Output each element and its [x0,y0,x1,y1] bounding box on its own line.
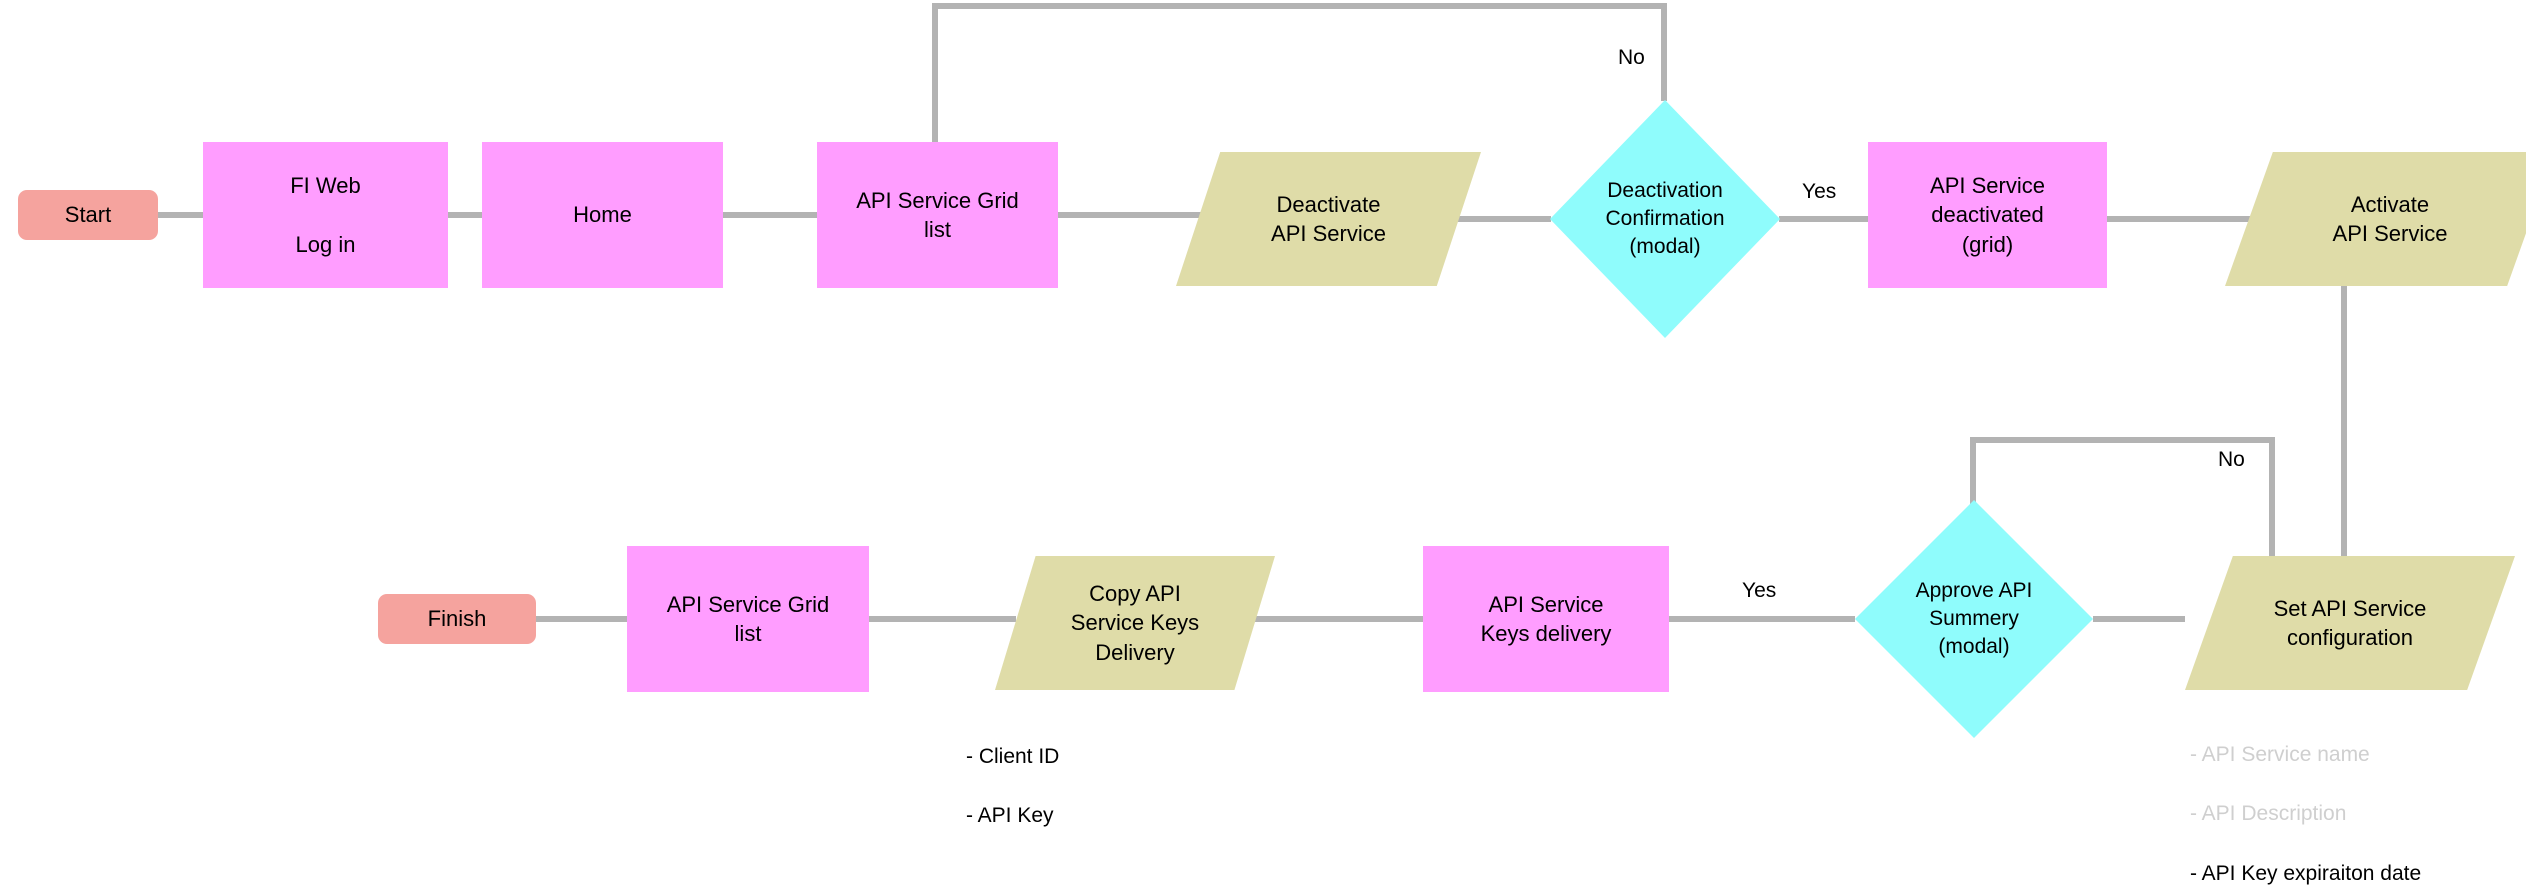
edge-label-no-top: No [1618,45,1645,70]
note-item: - API Service name [2190,742,2370,766]
note-set-api-service-configuration: - API Service name - API Description - A… [2190,710,2480,895]
node-api-service-grid-list-top[interactable]: API Service Grid list [817,142,1058,288]
edge-label-yes-top: Yes [1802,179,1836,204]
node-api-service-keys-delivery-label: API Service Keys delivery [1480,591,1612,646]
node-set-api-service-configuration[interactable]: Set API Service configuration [2185,556,2515,690]
node-copy-api-service-keys-delivery[interactable]: Copy API Service Keys Delivery [995,556,1275,690]
note-copy-api-service-keys-delivery: - Client ID - API Key [966,712,1306,861]
node-deactivate-api-service[interactable]: Deactivate API Service [1176,152,1481,286]
node-api-service-grid-list-bottom-label: API Service Grid list [666,591,830,646]
node-api-service-keys-delivery[interactable]: API Service Keys delivery [1423,546,1669,692]
node-home-label: Home [573,202,632,228]
node-fi-web-log-in-label: FI Web Log in [290,173,361,257]
node-fi-web-log-in[interactable]: FI Web Log in [203,142,448,288]
node-api-service-grid-list-bottom[interactable]: API Service Grid list [627,546,869,692]
node-deactivate-api-service-label: Deactivate API Service [1271,191,1386,246]
node-copy-api-service-keys-delivery-label: Copy API Service Keys Delivery [1070,581,1200,665]
node-activate-api-service-label: Activate API Service [2332,191,2448,246]
node-api-service-deactivated-grid[interactable]: API Service deactivated (grid) [1868,142,2107,288]
node-set-api-service-configuration-label: Set API Service configuration [2273,595,2427,650]
edge-label-no-bottom: No [2218,447,2245,472]
note-item: - API Description [2190,802,2347,826]
node-api-service-grid-list-top-label: API Service Grid list [856,187,1019,242]
edge-label-yes-top-text: Yes [1802,180,1837,203]
edge-label-yes-bottom-text: Yes [1742,579,1777,602]
node-deactivation-confirmation-label: Deactivation Confirmation (modal) [1605,179,1725,258]
node-finish-label: Finish [427,606,487,632]
note-item: - Client ID [966,744,1060,768]
node-finish[interactable]: Finish [378,594,536,644]
node-api-service-deactivated-grid-label: API Service deactivated (grid) [1930,173,2045,257]
node-activate-api-service[interactable]: Activate API Service [2225,152,2526,286]
node-home[interactable]: Home [482,142,723,288]
node-start[interactable]: Start [18,190,158,240]
node-approve-api-summery-label: Approve API Summery (modal) [1915,579,2033,658]
edge-label-no-top-text: No [1618,46,1645,69]
edge-label-no-bottom-text: No [2218,448,2245,471]
note-item: - API Key expiraiton date [2190,862,2422,886]
edge-confirmation-no-loop [932,3,1667,142]
edge-approve-no-loop [1970,437,2275,556]
node-start-label: Start [64,202,112,228]
note-item: - API Key [966,804,1054,828]
edge-label-yes-bottom: Yes [1742,578,1776,603]
